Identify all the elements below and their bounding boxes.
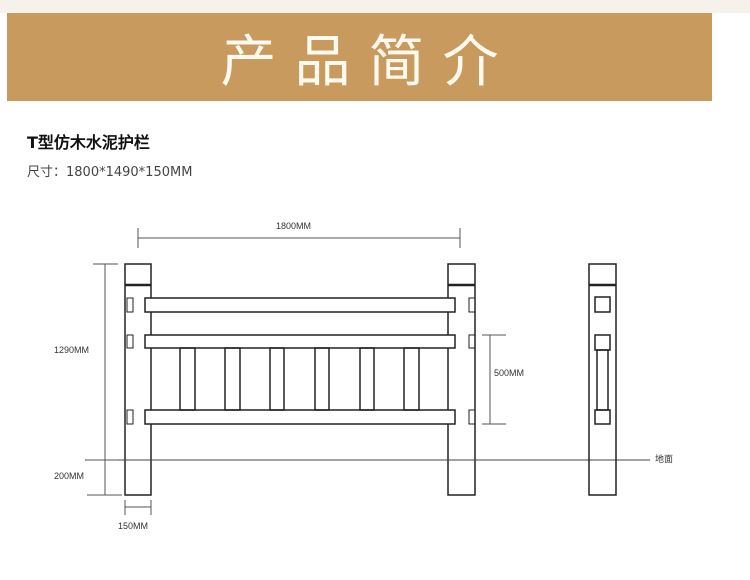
product-size: 尺寸：1800*1490*150MM: [27, 165, 193, 180]
ground-label: 地面: [655, 453, 673, 464]
top-rail: [144, 297, 456, 313]
baluster: [224, 347, 241, 411]
product-name: T型仿木水泥护栏: [27, 133, 150, 152]
post-width-label: 150MM: [118, 521, 148, 531]
post-width-dimension: [124, 500, 152, 515]
rail-gap-label: 500MM: [494, 368, 524, 378]
top-strip: [0, 0, 750, 13]
baluster: [269, 347, 285, 411]
baluster: [179, 347, 196, 411]
height-label: 1290MM: [54, 345, 89, 355]
rail-gap-dimension: [482, 334, 506, 425]
baluster: [314, 347, 330, 411]
balusters: [179, 347, 420, 411]
buried-label: 200MM: [54, 471, 84, 481]
right-post: [447, 263, 476, 496]
side-view-post: [588, 263, 617, 496]
banner: 产品简介: [7, 13, 712, 101]
middle-rail: [144, 334, 456, 349]
width-dimension: [137, 228, 461, 248]
left-post: [124, 263, 152, 496]
bottom-rail: [144, 409, 456, 425]
baluster: [403, 347, 420, 411]
baluster: [359, 347, 375, 411]
banner-title: 产品简介: [220, 29, 517, 95]
width-label: 1800MM: [276, 221, 311, 231]
height-dimension: [87, 263, 122, 496]
